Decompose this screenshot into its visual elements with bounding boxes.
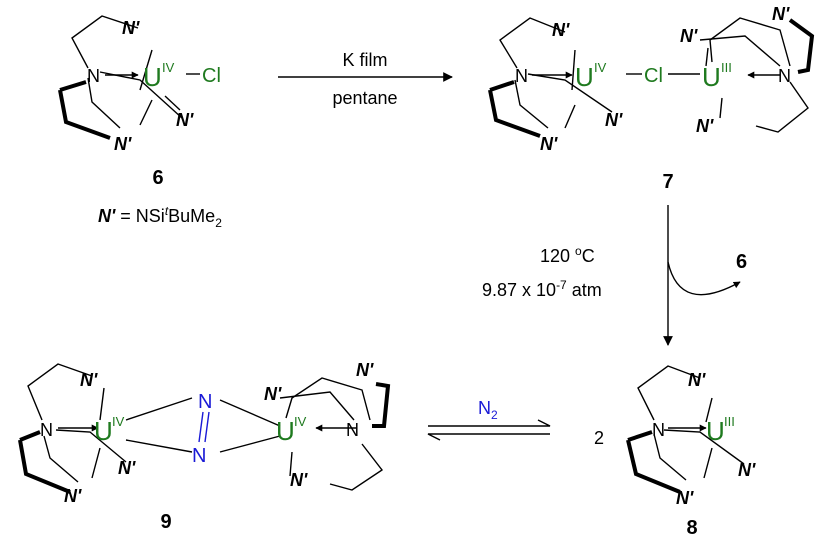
- ligand-label: N': [118, 458, 136, 478]
- ligand-label: N': [688, 370, 706, 390]
- ligand-label: N': [176, 110, 194, 130]
- uranium-atom: U: [702, 62, 721, 92]
- pressure-label: 9.87 x 10-7 atm: [482, 278, 602, 300]
- uranium-atom: U: [706, 416, 725, 446]
- amine-nitrogen: N: [778, 66, 791, 86]
- ligand-label: N': [64, 486, 82, 506]
- ligand-label: N': [356, 360, 374, 380]
- ligand-label: N': [605, 110, 623, 130]
- ligand-label: N': [80, 370, 98, 390]
- compound-number: 9: [160, 511, 171, 533]
- oxidation-state: III: [724, 414, 735, 429]
- compound-9-structure: N' N' N' N U IV N N N' N' U IV N N': [18, 360, 391, 506]
- chlorine-atom: Cl: [202, 65, 221, 87]
- ligand-label: N': [738, 460, 756, 480]
- compound-6-structure: N' N' N' N U IV Cl: [58, 15, 221, 154]
- byproduct-arrow: [667, 261, 741, 296]
- compound-7-structure: N' N' N' N U IV Cl U III N N' N' N': [488, 4, 815, 154]
- ligand-definition: N' = NSitBuMe2: [98, 204, 222, 230]
- temperature-label: 120 oC: [540, 244, 595, 266]
- oxidation-state: IV: [594, 60, 607, 75]
- uranium-atom: U: [575, 62, 594, 92]
- chlorine-atom: Cl: [644, 65, 663, 87]
- ligand-label: N': [290, 470, 308, 490]
- ligand-label: N': [696, 116, 714, 136]
- ligand-label: N': [122, 18, 140, 38]
- amine-nitrogen: N: [346, 420, 359, 440]
- amine-nitrogen: N: [515, 66, 528, 86]
- equilibrium-arrows: [427, 419, 551, 441]
- amine-nitrogen: N: [87, 66, 100, 86]
- dinitrogen-bond: [198, 411, 210, 443]
- solvent-label: pentane: [332, 88, 397, 108]
- ligand-label: N': [772, 4, 790, 24]
- ligand-label: N': [114, 134, 132, 154]
- oxidation-state: IV: [294, 414, 307, 429]
- compound-8-structure: N' N' N' N U III: [626, 365, 756, 508]
- ligand-label: N': [264, 384, 282, 404]
- oxidation-state: IV: [112, 414, 125, 429]
- compound-number: 8: [686, 517, 697, 539]
- amine-nitrogen: N: [40, 420, 53, 440]
- reagent-label: K film: [343, 50, 388, 70]
- stoichiometric-coefficient: 2: [594, 428, 604, 448]
- compound-number: 6: [152, 167, 163, 189]
- ligand-label: N': [680, 26, 698, 46]
- dinitrogen-atom: N: [192, 445, 206, 467]
- dinitrogen-atom: N: [198, 391, 212, 413]
- byproduct-number: 6: [736, 251, 747, 273]
- compound-number: 7: [662, 171, 673, 193]
- uranium-atom: U: [94, 416, 113, 446]
- uranium-atom: U: [143, 62, 162, 92]
- amine-nitrogen: N: [652, 420, 665, 440]
- oxidation-state: IV: [162, 60, 175, 75]
- uranium-atom: U: [276, 416, 295, 446]
- oxidation-state: III: [721, 60, 732, 75]
- ligand-label: N': [552, 20, 570, 40]
- equilibrium-reagent: N2: [478, 398, 498, 422]
- ligand-label: N': [676, 488, 694, 508]
- ligand-label: N': [540, 134, 558, 154]
